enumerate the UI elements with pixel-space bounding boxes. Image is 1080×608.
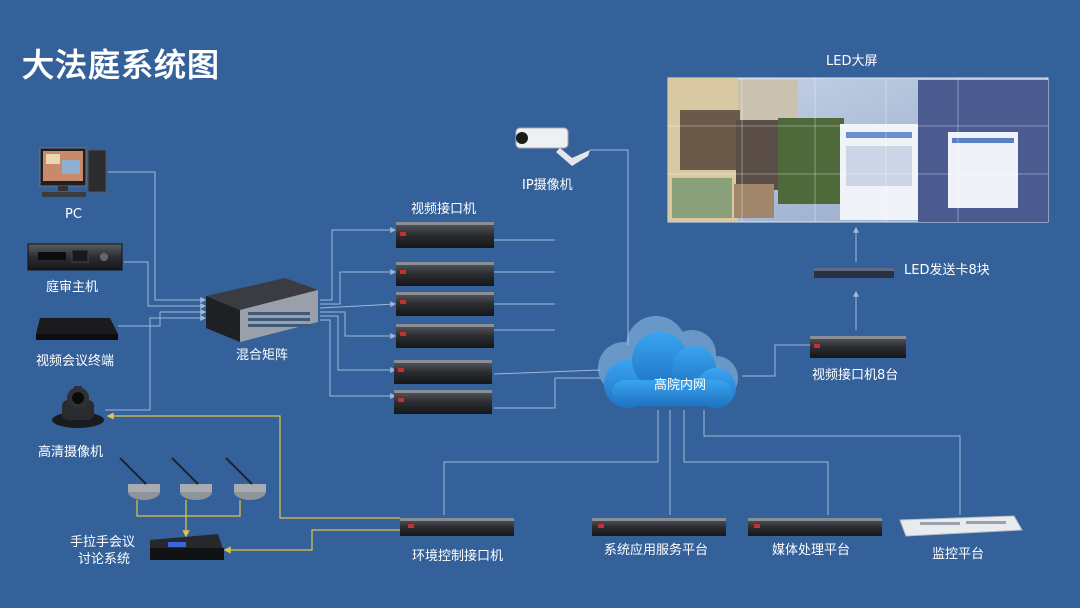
env-control-label: 环境控制接口机 [412,549,504,564]
mic-system-label-line1: 手拉手会议 [70,535,136,550]
mixing-matrix-label: 混合矩阵 [236,348,289,363]
microphones [119,457,266,500]
conference-host-icon [150,534,224,560]
app-server-icon [592,518,726,536]
video-interface-unit [396,222,494,248]
led-card-label: LED发送卡8块 [904,263,990,278]
hd-camera-label: 高清摄像机 [38,445,104,460]
ip-camera-label: IP摄像机 [522,178,573,193]
network-label: 高院内网 [654,378,707,393]
video-conf-label: 视频会议终端 [36,354,115,369]
link-lines [105,149,961,515]
video-interface-unit [396,292,494,316]
video-interface-label: 视频接口机 [411,202,477,217]
monitor-server-icon [899,515,1023,537]
video-interface-8-icon [810,336,906,358]
video-interface-unit [394,390,492,414]
microphone-icon [119,457,160,500]
video-interface-unit [396,324,494,348]
video-interface-unit [396,262,494,286]
video-interface-8-label: 视频接口机8台 [812,368,899,383]
network-cloud-icon [598,316,738,408]
mixing-matrix-icon [206,278,318,342]
control-lines [106,412,400,554]
app-server-label: 系统应用服务平台 [604,543,709,558]
monitor-platform-label: 监控平台 [932,547,985,562]
microphone-icon [225,457,266,500]
media-platform-label: 媒体处理平台 [772,543,851,558]
led-card-icon [814,268,894,278]
led-screen-label: LED大屏 [826,54,878,69]
trial-host-icon [27,243,123,271]
video-interface-unit [394,360,492,384]
media-platform-icon [748,518,882,536]
env-control-icon [400,518,514,536]
hd-camera-icon [52,386,104,428]
mic-system-label-line2: 讨论系统 [78,552,131,567]
pc-label: PC [65,207,82,222]
video-conf-icon [36,318,118,340]
led-screen-icon [667,77,1049,223]
ip-camera-icon [515,127,590,166]
pc-icon [39,147,107,197]
page-title: 大法庭系统图 [22,46,221,84]
trial-host-label: 庭审主机 [46,280,99,295]
video-interface-units [394,222,494,414]
microphone-icon [171,457,212,500]
